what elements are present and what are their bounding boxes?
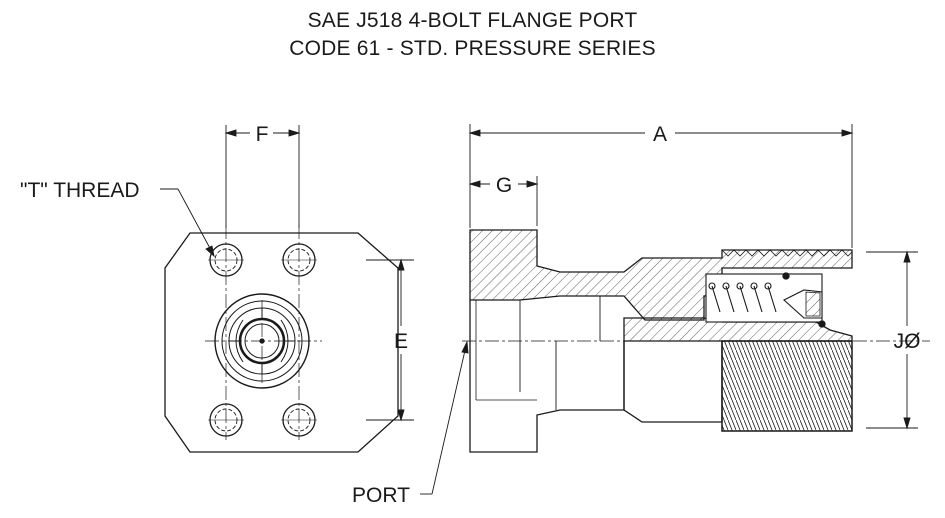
label-F: F [256,123,269,146]
flange-side-view [469,229,853,453]
bolt-hole-bottom-right [281,403,317,437]
label-J: JØ [894,330,921,353]
dim-F [224,125,301,228]
bolt-hole-bottom-left [208,403,244,437]
leader-T-thread [160,188,215,258]
bolt-hole-top-right [281,243,317,277]
label-port: PORT [352,484,410,507]
spring [708,282,777,313]
bolt-hole-top-left [208,243,244,277]
section-hatched-upper [469,229,853,321]
center-port [214,293,310,389]
dim-A [468,124,854,248]
flange-front-view [164,225,399,453]
threaded-sleeve [721,340,853,432]
label-E: E [394,330,408,353]
flange-outline [164,232,399,453]
title-line-2: CODE 61 - STD. PRESSURE SERIES [289,37,656,60]
label-A: A [653,123,667,146]
label-G: G [496,174,512,197]
flange-body-lower [469,341,625,453]
dim-E [366,258,414,422]
title-line-1: SAE J518 4-BOLT FLANGE PORT [307,9,638,32]
leader-port [420,340,469,495]
label-T-thread: "T" THREAD [20,179,140,202]
dim-J [866,250,918,430]
dim-G [468,176,539,226]
